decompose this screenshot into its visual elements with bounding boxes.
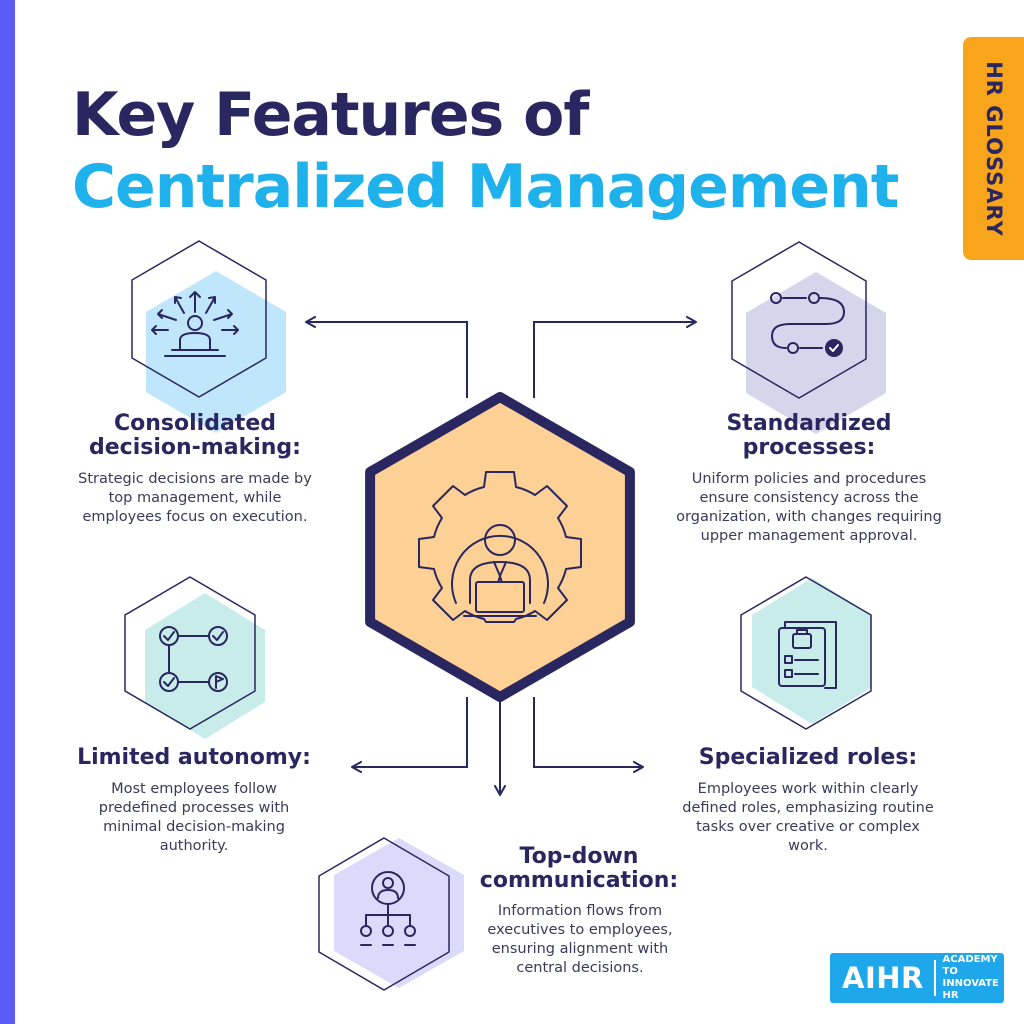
consolidated-node — [131, 240, 286, 433]
connector-arrows — [305, 316, 697, 796]
consolidated-accent — [146, 271, 286, 433]
arrow-to-consolidated — [305, 316, 468, 398]
clipboard-checklist-icon — [778, 621, 837, 689]
standardized-description: Uniform policies and procedures ensure c… — [676, 471, 942, 544]
top-down-heading: Top-down communication: — [479, 844, 679, 893]
specialized-roles-accent — [752, 578, 872, 724]
limited-autonomy-accent — [145, 593, 265, 739]
consolidated-heading: Consolidated decision-making: — [89, 411, 301, 460]
arrow-to-specialized-roles — [533, 697, 644, 773]
consolidated-description: Strategic decisions are made by top mana… — [78, 471, 312, 525]
aihr-logo-tagline: ACADEMY TO INNOVATE HR — [942, 954, 999, 1001]
process-flow-icon — [770, 292, 845, 357]
page-title-line-2: Centralized Management — [72, 152, 899, 222]
hierarchy-icon — [360, 871, 416, 946]
arrow-to-standardized — [533, 316, 697, 398]
standardized-node — [731, 241, 886, 434]
standardized-hexagon — [731, 241, 867, 399]
left-accent-bar — [0, 0, 15, 1024]
specialized-roles-heading: Specialized roles: — [698, 745, 918, 770]
central-hexagon-shape — [365, 392, 635, 702]
specialized-roles-hexagon — [740, 576, 872, 730]
aihr-logo-wordmark: AIHR — [842, 961, 924, 995]
standardized-accent — [746, 272, 886, 434]
limited-autonomy-heading: Limited autonomy: — [77, 745, 311, 770]
limited-autonomy-hexagon — [124, 576, 256, 730]
arrow-to-limited-autonomy — [351, 697, 468, 773]
hr-glossary-tag: HR GLOSSARY — [963, 37, 1024, 260]
checklist-flow-icon — [159, 626, 228, 692]
aihr-logo-divider — [933, 960, 936, 996]
page-title-line-1: Key Features of — [72, 80, 589, 150]
specialized-roles-description: Employees work within clearly defined ro… — [682, 781, 934, 854]
decision-arrows-icon — [151, 291, 239, 357]
limited-autonomy-description: Most employees follow predefined process… — [98, 781, 290, 854]
consolidated-hexagon — [131, 240, 267, 398]
limited-autonomy-node — [124, 576, 265, 739]
aihr-logo: AIHR ACADEMY TO INNOVATE HR — [830, 953, 1004, 1003]
top-down-hexagon — [318, 837, 450, 991]
standardized-heading: Standardized processes: — [726, 411, 892, 460]
gear-manager-icon — [418, 471, 582, 623]
top-down-node — [318, 837, 464, 991]
central-hexagon — [365, 392, 635, 702]
top-down-description: Information flows from executives to emp… — [487, 903, 673, 976]
top-down-accent — [334, 838, 464, 988]
specialized-roles-node — [740, 576, 872, 730]
